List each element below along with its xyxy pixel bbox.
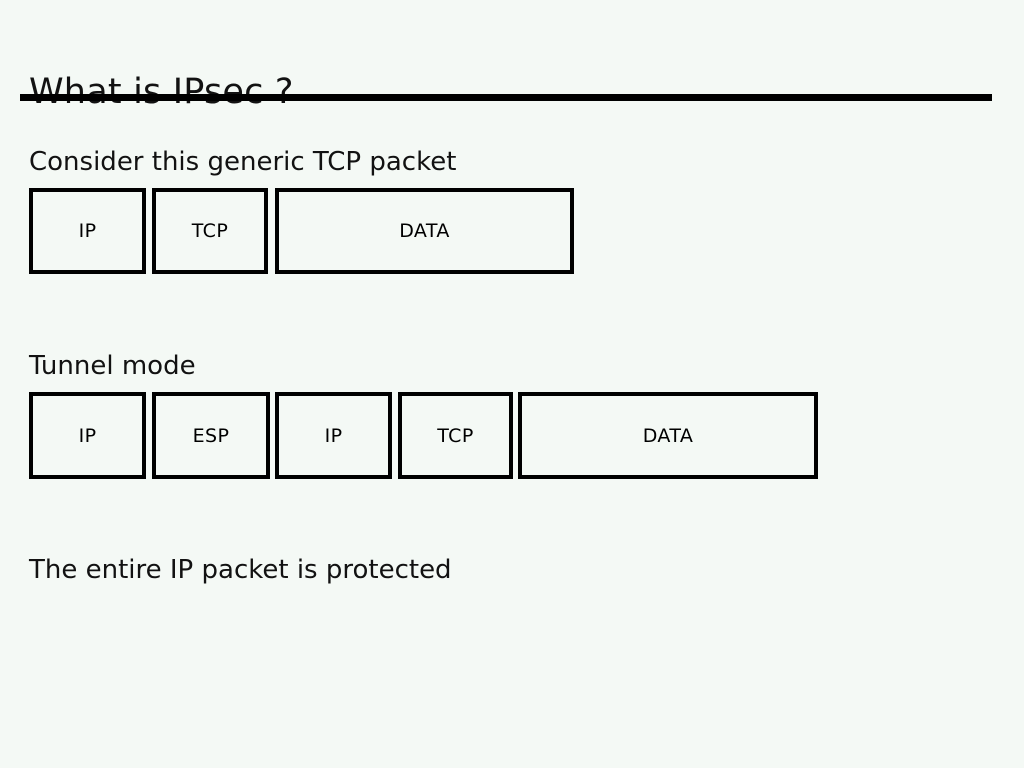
- title-divider: [20, 94, 992, 101]
- tunnel-field-tcp: TCP: [398, 392, 513, 479]
- packet-field-ip: IP: [29, 188, 146, 274]
- generic-packet-diagram: IP TCP DATA: [29, 188, 574, 274]
- page-title: What is IPsec ?: [29, 72, 294, 113]
- packet-field-data: DATA: [275, 188, 574, 274]
- tunnel-field-data: DATA: [518, 392, 818, 479]
- tunnel-mode-caption: Tunnel mode: [29, 351, 196, 381]
- tunnel-field-outer-ip: IP: [29, 392, 146, 479]
- tunnel-mode-packet-diagram: IP ESP IP TCP DATA: [29, 392, 818, 479]
- generic-packet-caption: Consider this generic TCP packet: [29, 147, 457, 177]
- packet-field-tcp: TCP: [152, 188, 268, 274]
- footer-caption: The entire IP packet is protected: [29, 555, 452, 585]
- tunnel-field-inner-ip: IP: [275, 392, 392, 479]
- field-gap: [268, 188, 275, 274]
- tunnel-field-esp: ESP: [152, 392, 270, 479]
